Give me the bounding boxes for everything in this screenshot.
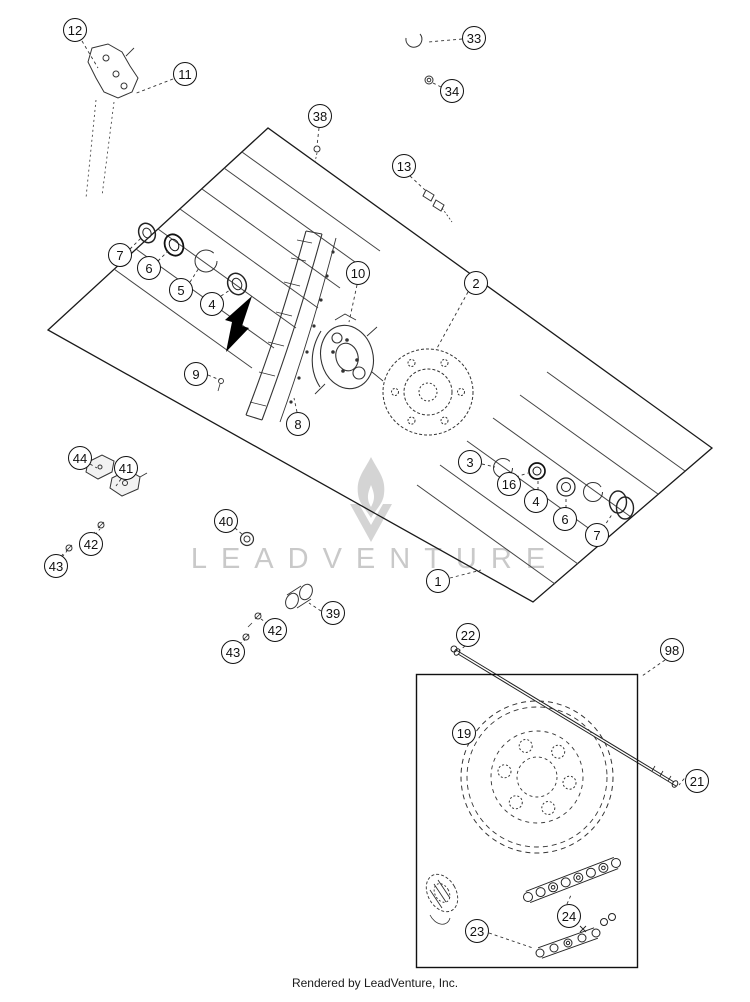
small-parts-top — [85, 33, 453, 223]
rear-sprocket — [460, 700, 614, 854]
hub-assembly — [311, 313, 384, 395]
callout-7-right[interactable]: 7 — [585, 523, 609, 547]
callout-23[interactable]: 23 — [465, 919, 489, 943]
main-assembly-outline — [46, 127, 714, 603]
callout-13[interactable]: 13 — [392, 154, 416, 178]
callout-16[interactable]: 16 — [497, 472, 521, 496]
callout-1[interactable]: 1 — [426, 569, 450, 593]
bearing-parts-left — [137, 222, 248, 296]
callout-4-left[interactable]: 4 — [200, 292, 224, 316]
callout-41[interactable]: 41 — [114, 456, 138, 480]
callout-2[interactable]: 2 — [464, 271, 488, 295]
callout-22[interactable]: 22 — [456, 623, 480, 647]
direction-arrow — [225, 296, 252, 352]
callout-24[interactable]: 24 — [557, 904, 581, 928]
callout-42-upper[interactable]: 42 — [79, 532, 103, 556]
callout-3[interactable]: 3 — [458, 450, 482, 474]
callout-10[interactable]: 10 — [346, 261, 370, 285]
callout-43-upper[interactable]: 43 — [44, 554, 68, 578]
bearing-parts-right — [493, 458, 635, 520]
sprocket-detail — [425, 873, 459, 925]
callout-21[interactable]: 21 — [685, 769, 709, 793]
callout-40[interactable]: 40 — [214, 509, 238, 533]
leader-lines — [61, 38, 689, 949]
rendered-by-credit: Rendered by LeadVenture, Inc. — [291, 976, 459, 990]
rear-axle — [450, 645, 679, 788]
callout-44[interactable]: 44 — [68, 446, 92, 470]
rim-segment — [217, 230, 337, 423]
brake-disc — [382, 348, 474, 436]
callout-19[interactable]: 19 — [452, 721, 476, 745]
callout-7-left[interactable]: 7 — [108, 243, 132, 267]
callout-38[interactable]: 38 — [308, 104, 332, 128]
callout-4-right[interactable]: 4 — [524, 489, 548, 513]
callout-12[interactable]: 12 — [63, 18, 87, 42]
callout-42-lower[interactable]: 42 — [263, 618, 287, 642]
callout-39[interactable]: 39 — [321, 601, 345, 625]
callout-5[interactable]: 5 — [169, 278, 193, 302]
callout-8[interactable]: 8 — [286, 412, 310, 436]
callout-9[interactable]: 9 — [184, 362, 208, 386]
callout-34[interactable]: 34 — [440, 79, 464, 103]
chain-links — [523, 856, 621, 959]
callout-6-left[interactable]: 6 — [137, 256, 161, 280]
leadventure-flame-logo — [350, 457, 392, 542]
callout-11[interactable]: 11 — [173, 62, 197, 86]
callout-33[interactable]: 33 — [462, 26, 486, 50]
watermark-text: LEADVENTURE — [190, 543, 560, 575]
callout-6-right[interactable]: 6 — [553, 507, 577, 531]
callout-43-lower[interactable]: 43 — [221, 640, 245, 664]
sprocket-box — [415, 673, 639, 969]
callout-98[interactable]: 98 — [660, 638, 684, 662]
